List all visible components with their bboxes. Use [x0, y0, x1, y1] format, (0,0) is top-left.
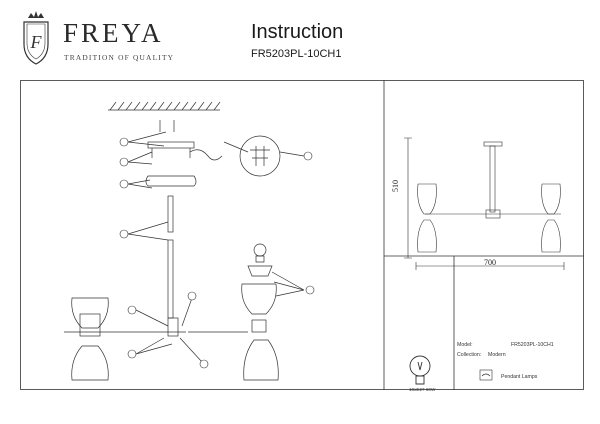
callout-5: [305, 285, 315, 295]
callout-8b: [127, 305, 137, 315]
brand-name: FREYA: [63, 18, 164, 48]
callout-8a: [119, 229, 129, 239]
callouts: [119, 137, 315, 369]
model-value: FR5203PL-10CH1: [511, 342, 554, 348]
model-label: Model:: [457, 342, 473, 348]
brand-tagline: TRADITION OF QUALITY: [64, 53, 175, 62]
dimension-width: 700: [484, 258, 496, 267]
page-title: Instruction: [251, 21, 344, 43]
callout-2: [187, 291, 197, 301]
dimension-drawing: [404, 137, 565, 270]
svg-text:F: F: [30, 32, 43, 52]
callout-9: [119, 157, 129, 167]
assembly-drawing: [64, 101, 305, 381]
callout-3: [199, 359, 209, 369]
collection-value: Modern: [488, 352, 506, 358]
ceiling-hatch: [108, 101, 221, 111]
callout-8c: [303, 151, 313, 161]
pendant-lamp-icon: [479, 369, 493, 381]
callout-1: [119, 137, 129, 147]
crest-icon: F: [23, 11, 49, 65]
bulb-spec: 10xE27 60W: [409, 387, 436, 392]
callout-4: [127, 349, 137, 359]
freya-logo: F: [23, 11, 49, 65]
collection-label: Collection:: [457, 352, 482, 358]
callout-7: [119, 179, 129, 189]
outer-border: [20, 80, 584, 390]
model-code: FR5203PL-10CH1: [251, 48, 342, 60]
instruction-frame: [20, 80, 584, 390]
type-label: Pendant Lamps: [501, 374, 538, 380]
dimension-height: 510: [391, 180, 400, 192]
bulb-icon: [409, 355, 431, 385]
